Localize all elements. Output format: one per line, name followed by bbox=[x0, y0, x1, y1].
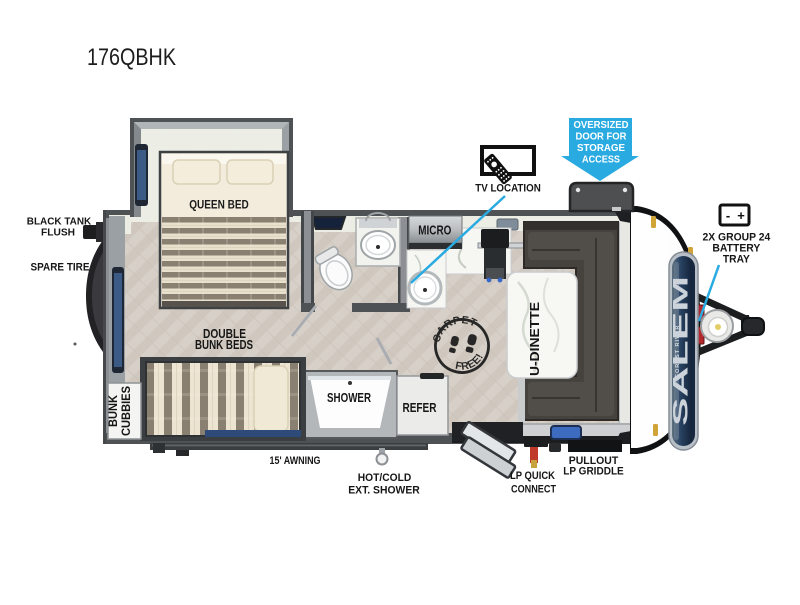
svg-text:-: - bbox=[726, 208, 730, 223]
svg-text:DOUBLE: DOUBLE bbox=[203, 327, 246, 341]
svg-text:OVERSIZED: OVERSIZED bbox=[574, 120, 629, 131]
svg-text:DOOR FOR: DOOR FOR bbox=[576, 132, 628, 143]
svg-text:MICRO: MICRO bbox=[418, 223, 451, 238]
svg-text:FLUSH: FLUSH bbox=[41, 227, 75, 239]
svg-text:HOT/COLD: HOT/COLD bbox=[358, 472, 412, 484]
svg-text:TRAY: TRAY bbox=[723, 254, 751, 266]
svg-text:SALEM: SALEM bbox=[670, 276, 693, 426]
svg-text:QUEEN BED: QUEEN BED bbox=[189, 200, 249, 212]
svg-text:176QBHK: 176QBHK bbox=[87, 44, 177, 71]
svg-text:U-DINETTE: U-DINETTE bbox=[527, 302, 542, 376]
svg-text:BUNK BEDS: BUNK BEDS bbox=[195, 338, 253, 352]
svg-text:BATTERY: BATTERY bbox=[712, 243, 761, 255]
svg-text:BUNK: BUNK bbox=[108, 394, 120, 427]
svg-text:CONNECT: CONNECT bbox=[511, 484, 556, 496]
svg-text:STORAGE: STORAGE bbox=[577, 143, 625, 154]
svg-text:+: + bbox=[737, 208, 745, 223]
svg-text:CUBBIES: CUBBIES bbox=[121, 386, 133, 436]
svg-text:TV LOCATION: TV LOCATION bbox=[475, 183, 541, 195]
svg-text:BLACK TANK: BLACK TANK bbox=[27, 216, 92, 228]
svg-text:15' AWNING: 15' AWNING bbox=[270, 455, 321, 467]
svg-text:LP QUICK: LP QUICK bbox=[510, 470, 555, 482]
svg-text:FOREST RIVER: FOREST RIVER bbox=[675, 325, 681, 378]
svg-text:EXT. SHOWER: EXT. SHOWER bbox=[348, 485, 420, 497]
svg-text:PULLOUT: PULLOUT bbox=[569, 455, 619, 467]
svg-text:2X GROUP 24: 2X GROUP 24 bbox=[703, 232, 772, 244]
svg-text:SPARE TIRE: SPARE TIRE bbox=[31, 262, 90, 274]
svg-text:REFER: REFER bbox=[403, 401, 437, 415]
svg-text:LP GRIDDLE: LP GRIDDLE bbox=[563, 466, 624, 478]
svg-text:ACCESS: ACCESS bbox=[582, 155, 620, 166]
svg-text:SHOWER: SHOWER bbox=[327, 391, 371, 405]
